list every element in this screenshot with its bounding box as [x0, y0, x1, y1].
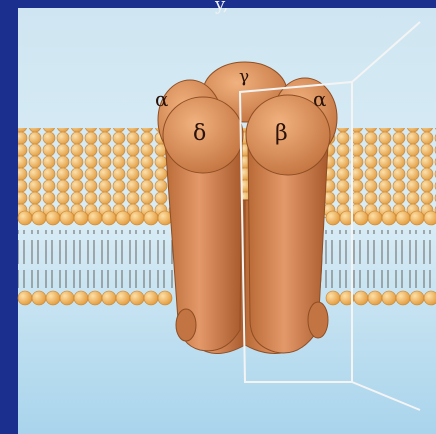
- lipid-head: [368, 211, 382, 225]
- top-text-fragment: y,: [214, 0, 229, 15]
- lipid-head: [102, 211, 116, 225]
- lipid-head: [410, 291, 424, 305]
- lipid-head: [32, 291, 46, 305]
- label-beta: β: [275, 121, 288, 146]
- lipid-head: [396, 211, 410, 225]
- lipid-head: [424, 291, 436, 305]
- lipid-head: [102, 291, 116, 305]
- lipid-head: [354, 211, 368, 225]
- lipid-head: [46, 291, 60, 305]
- lipid-head: [354, 291, 368, 305]
- lipid-head: [396, 291, 410, 305]
- lipid-head: [18, 291, 32, 305]
- label-gamma: γ: [239, 67, 249, 87]
- lipid-head: [144, 211, 158, 225]
- label-alpha-left: α: [155, 87, 169, 111]
- lipid-head: [18, 211, 32, 225]
- lipid-head: [116, 291, 130, 305]
- lipid-head: [60, 291, 74, 305]
- lipid-head: [144, 291, 158, 305]
- lipid-head: [88, 211, 102, 225]
- label-delta: δ: [193, 121, 206, 146]
- lipid-head: [46, 211, 60, 225]
- acetylcholine-receptor: [158, 62, 337, 354]
- lipid-head: [424, 211, 436, 225]
- lipid-head: [60, 211, 74, 225]
- lipid-head: [130, 291, 144, 305]
- lipid-head: [382, 211, 396, 225]
- lipid-head: [326, 291, 340, 305]
- label-alpha-right: α: [313, 87, 327, 111]
- lipid-head: [116, 211, 130, 225]
- lipid-head: [326, 211, 340, 225]
- lipid-head: [382, 291, 396, 305]
- lipid-head: [74, 211, 88, 225]
- lipid-head: [368, 291, 382, 305]
- lipid-head: [32, 211, 46, 225]
- lipid-head: [74, 291, 88, 305]
- lipid-head: [88, 291, 102, 305]
- lipid-head: [130, 211, 144, 225]
- lipid-head: [410, 211, 424, 225]
- lipid-head: [158, 291, 172, 305]
